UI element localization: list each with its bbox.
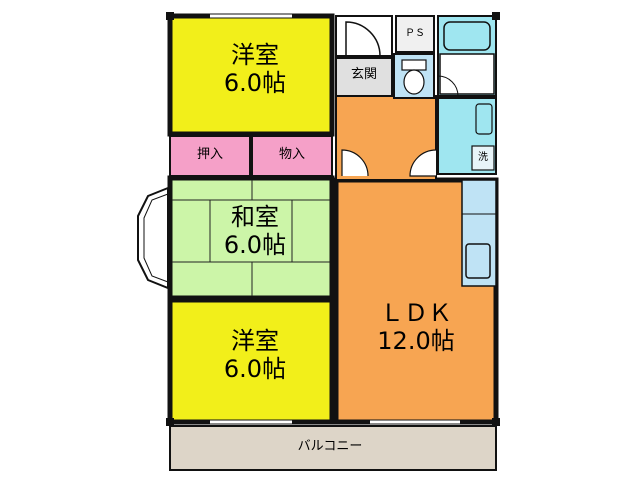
ldk-name: ＬＤＫ xyxy=(380,299,452,327)
western-room-top-name: 洋室 xyxy=(231,41,279,69)
balcony-label: バルコニー xyxy=(297,439,363,454)
western-room-top xyxy=(167,13,335,137)
toilet-fixture xyxy=(403,69,425,95)
ps-label: ＰＳ xyxy=(405,28,425,39)
entrance-label: 玄関 xyxy=(350,67,377,82)
western-room-bottom-size: 6.0帖 xyxy=(223,354,287,383)
tatami-lines xyxy=(172,180,330,296)
sink xyxy=(465,243,491,279)
western-room-top-size: 6.0帖 xyxy=(223,68,287,97)
monoire-closet xyxy=(251,135,333,177)
windows xyxy=(210,14,460,424)
entrance xyxy=(335,57,393,97)
door-swing-wash xyxy=(409,149,437,177)
western-room-top-label: 洋室 6.0帖 xyxy=(210,41,300,97)
oshiire-label: 押入 xyxy=(196,147,223,162)
balcony-area xyxy=(169,425,497,471)
western-room-bottom-label: 洋室 6.0帖 xyxy=(210,327,300,383)
bathtub xyxy=(443,21,491,51)
bay-window xyxy=(137,186,169,290)
entrance-door-swing xyxy=(345,21,381,57)
ldk-size: 12.0帖 xyxy=(377,326,455,355)
japanese-room-label: 和室 6.0帖 xyxy=(210,203,300,259)
western-room-bottom-name: 洋室 xyxy=(231,327,279,355)
japanese-room-size: 6.0帖 xyxy=(223,230,287,259)
door-swing-bath xyxy=(437,75,459,97)
western-room-bottom xyxy=(167,297,335,425)
japanese-room-name: 和室 xyxy=(231,203,279,231)
door-swing-hall xyxy=(341,149,369,177)
washer-space xyxy=(471,145,495,171)
ps-shaft xyxy=(395,15,435,53)
washer-label: 洗 xyxy=(478,152,488,163)
wash-basin xyxy=(475,103,493,135)
ldk-label: ＬＤＫ 12.0帖 xyxy=(366,299,466,355)
monoire-label: 物入 xyxy=(278,147,305,162)
